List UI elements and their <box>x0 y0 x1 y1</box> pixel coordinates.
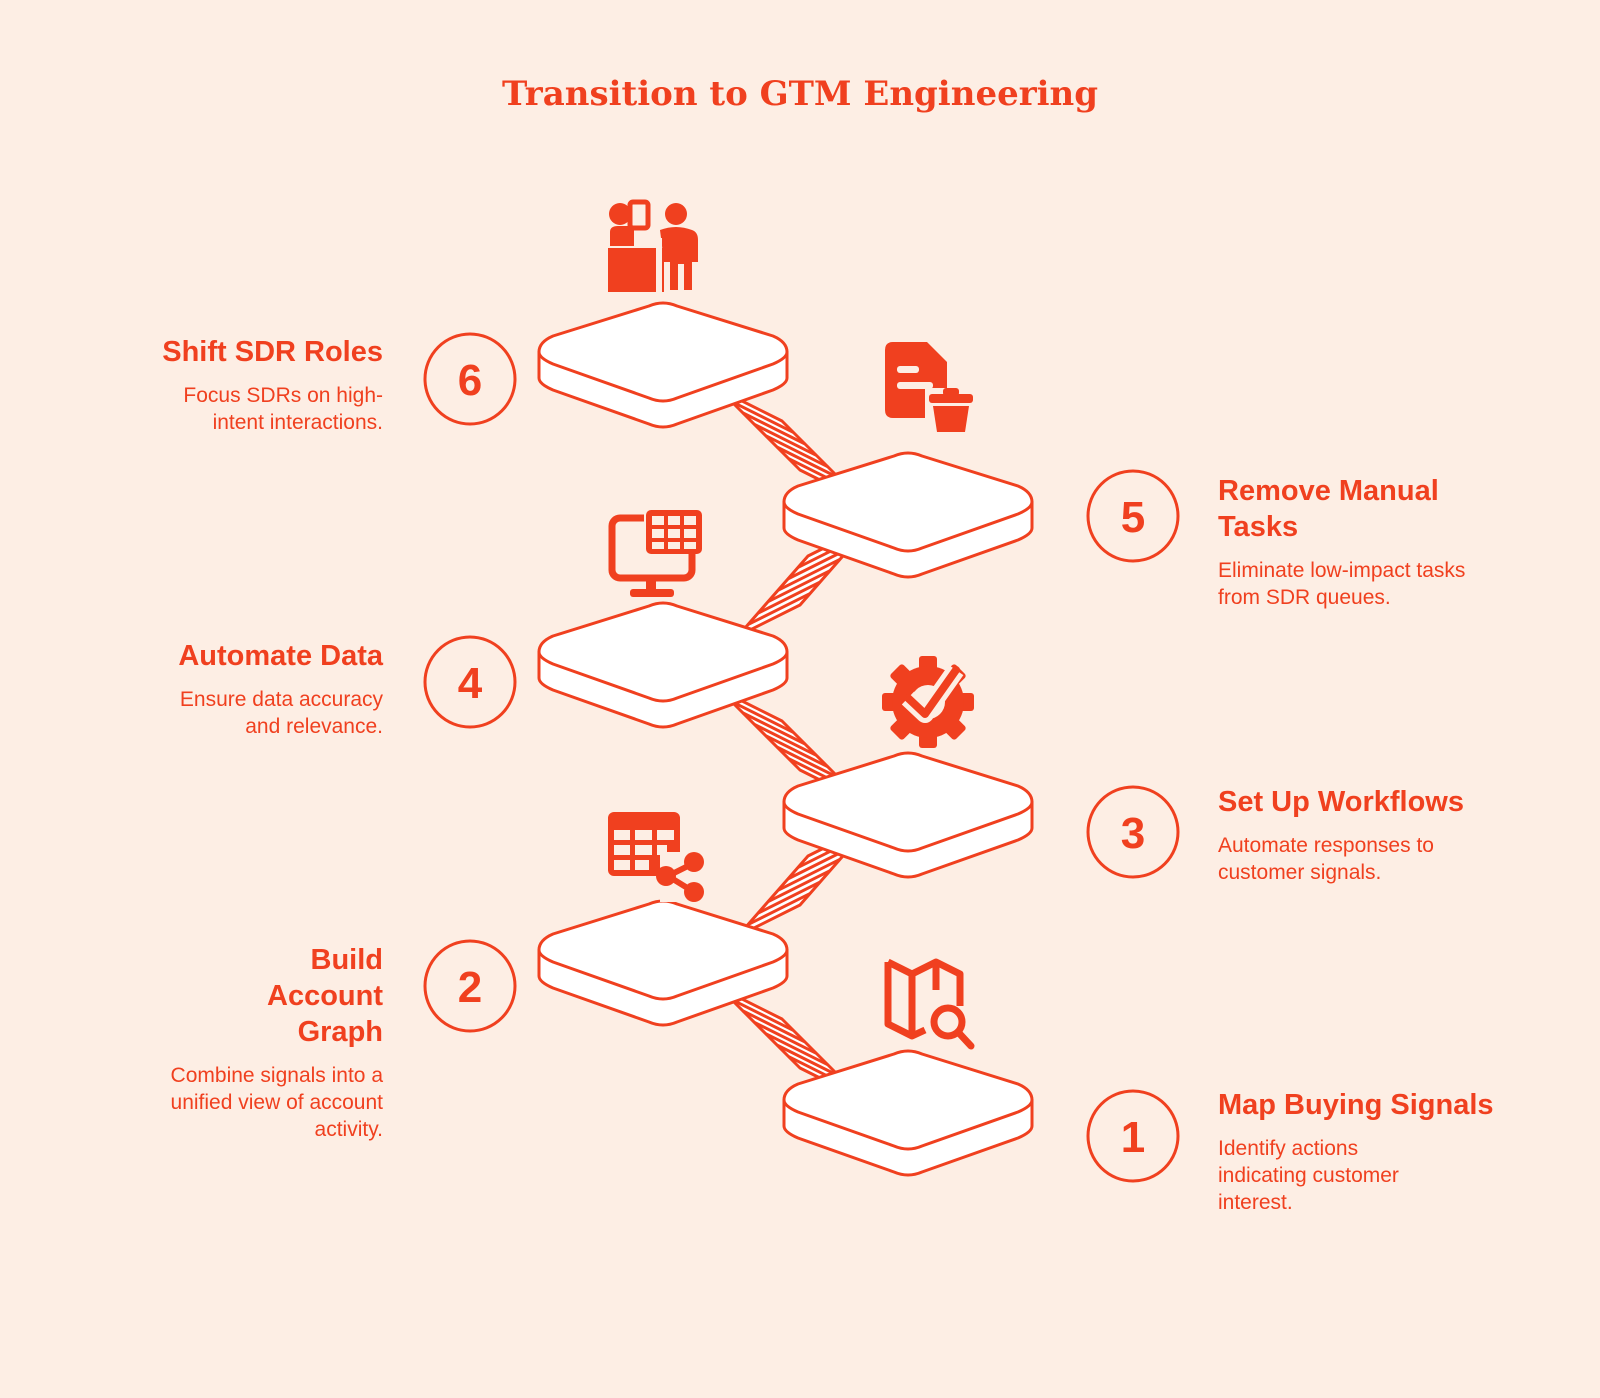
step-2-title: Build Account Graph <box>267 944 383 1048</box>
step-4-title: Automate Data <box>178 640 383 672</box>
step-5: Remove Manual Tasks Eliminate low-impact… <box>1218 473 1508 611</box>
step-5-title: Remove Manual Tasks <box>1218 475 1439 543</box>
platform-6 <box>537 301 789 429</box>
step-6-title: Shift SDR Roles <box>162 336 383 368</box>
table-share-icon <box>608 812 710 902</box>
step-1: Map Buying Signals Identify actions indi… <box>1218 1087 1508 1216</box>
step-1-circle: 1 <box>1086 1089 1180 1183</box>
step-6-description: Focus SDRs on high-intent interactions. <box>183 384 383 434</box>
step-1-description: Identify actions indicating customer int… <box>1218 1137 1399 1214</box>
step-4-circle: 4 <box>423 635 517 729</box>
platform-2 <box>537 899 789 1027</box>
staircase <box>537 301 1034 1177</box>
step-2-number: 2 <box>458 963 482 1012</box>
step-number-circles: 1 2 3 4 5 6 <box>423 332 1180 1183</box>
platform-5 <box>782 451 1034 579</box>
document-trash-icon <box>885 342 973 434</box>
step-1-title: Map Buying Signals <box>1218 1089 1494 1121</box>
step-2: Build Account Graph Combine signals into… <box>93 942 383 1143</box>
step-4: Automate Data Ensure data accuracy and r… <box>93 638 383 740</box>
monitor-grid-icon <box>608 508 702 597</box>
step-5-circle: 5 <box>1086 469 1180 563</box>
map-search-icon <box>884 958 975 1050</box>
step-2-description: Combine signals into a unified view of a… <box>170 1064 383 1141</box>
platform-4 <box>537 601 789 729</box>
stair-flight-4-3 <box>718 688 864 803</box>
gear-check-icon <box>882 656 974 748</box>
platform-1 <box>782 1049 1034 1177</box>
step-1-number: 1 <box>1121 1113 1145 1162</box>
step-6-number: 6 <box>458 356 482 405</box>
step-6: Shift SDR Roles Focus SDRs on high-inten… <box>93 334 383 436</box>
people-desk-icon <box>608 199 698 292</box>
step-4-description: Ensure data accuracy and relevance. <box>179 688 383 738</box>
step-4-number: 4 <box>458 659 483 708</box>
step-3: Set Up Workflows Automate responses to c… <box>1218 784 1508 886</box>
step-5-number: 5 <box>1121 493 1145 542</box>
step-3-number: 3 <box>1121 809 1145 858</box>
page-title: Transition to GTM Engineering <box>501 74 1099 114</box>
step-3-description: Automate responses to customer signals. <box>1218 834 1434 884</box>
step-3-title: Set Up Workflows <box>1218 786 1464 818</box>
step-3-circle: 3 <box>1086 785 1180 879</box>
platform-3 <box>782 751 1034 879</box>
step-5-description: Eliminate low-impact tasks from SDR queu… <box>1218 559 1466 609</box>
step-2-circle: 2 <box>423 939 517 1033</box>
step-6-circle: 6 <box>423 332 517 426</box>
